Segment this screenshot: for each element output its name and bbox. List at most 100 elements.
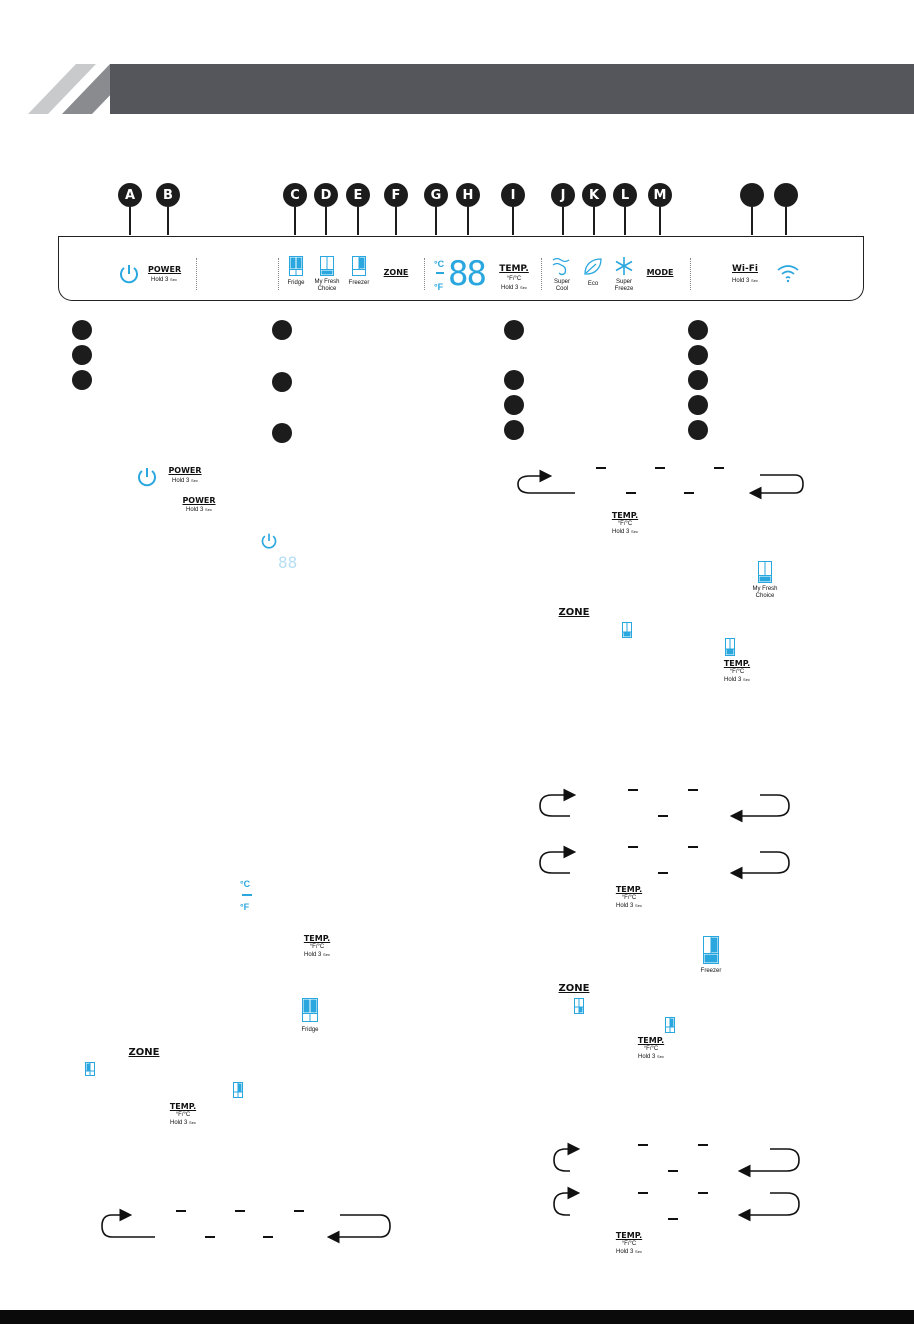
super-freeze-icon[interactable] xyxy=(613,255,635,282)
list-bullet xyxy=(688,320,708,340)
temp-unit-label: °F/°C xyxy=(175,1112,191,1118)
temp-unit-label: °F/°C xyxy=(729,669,745,675)
list-bullet xyxy=(688,395,708,415)
zone-small-icon xyxy=(574,998,584,1019)
leader-line xyxy=(785,207,787,235)
marker-n xyxy=(740,183,764,207)
my-fresh-choice-icon xyxy=(758,561,772,588)
temp-label: TEMP. xyxy=(723,659,751,668)
list-bullet xyxy=(688,345,708,365)
temp-hold-label: Hold 3 Sec xyxy=(724,677,750,683)
eco-label: Eco xyxy=(587,281,599,287)
my-fresh-choice-icon[interactable] xyxy=(320,256,334,281)
zone-label: ZONE xyxy=(128,1047,160,1058)
marker-o xyxy=(774,183,798,207)
freezer-icon[interactable] xyxy=(352,256,366,281)
freezer-label: Freezer xyxy=(348,280,370,286)
fridge-icon xyxy=(302,998,318,1027)
power-label: POWER xyxy=(182,496,216,505)
mode-button[interactable]: MODE xyxy=(646,268,674,277)
list-bullet xyxy=(72,320,92,340)
temp-button[interactable]: TEMP. xyxy=(499,264,529,274)
temp-label: TEMP. xyxy=(615,1231,643,1240)
marker-j: J xyxy=(551,183,575,207)
power-hold-label: Hold 3 Sec xyxy=(151,277,177,283)
list-bullet xyxy=(504,370,524,390)
marker-i: I xyxy=(501,183,525,207)
zone-label: ZONE xyxy=(558,983,590,994)
leader-line xyxy=(562,207,564,235)
control-panel xyxy=(58,237,864,301)
temp-label: TEMP. xyxy=(611,511,639,520)
wifi-icon[interactable] xyxy=(776,263,800,288)
divider xyxy=(278,258,279,290)
freezer-icon xyxy=(703,936,719,969)
temp-unit-label: °F/°C xyxy=(617,521,633,527)
temp-hold-label: Hold 3 Sec xyxy=(170,1120,196,1126)
marker-f: F xyxy=(384,183,408,207)
leader-line xyxy=(751,207,753,235)
power-icon[interactable] xyxy=(118,262,140,291)
temp-unit-label: °F/°C xyxy=(506,276,522,282)
leader-line xyxy=(467,207,469,235)
leader-line xyxy=(294,207,296,235)
temp-hold-label: Hold 3 Sec xyxy=(638,1054,664,1060)
power-label[interactable]: POWER xyxy=(148,265,182,274)
power-hold-label: Hold 3 Sec xyxy=(172,478,198,484)
zone-button[interactable]: ZONE xyxy=(383,268,409,277)
power-label: POWER xyxy=(168,466,202,475)
marker-k: K xyxy=(582,183,606,207)
unit-dash xyxy=(242,894,252,896)
marker-d: D xyxy=(314,183,338,207)
temp-hold-label: Hold 3 Sec xyxy=(612,529,638,535)
wifi-button[interactable]: Wi-Fi xyxy=(732,264,758,274)
super-cool-icon[interactable] xyxy=(551,255,571,282)
zone-small-icon xyxy=(665,1017,675,1038)
list-bullet xyxy=(504,395,524,415)
freezer-label: Freezer xyxy=(700,968,722,974)
temp-label: TEMP. xyxy=(637,1036,665,1045)
zone-small-icon xyxy=(622,622,632,643)
list-bullet xyxy=(272,423,292,443)
fridge-icon[interactable] xyxy=(289,256,303,281)
temp-unit-label: °F/°C xyxy=(309,944,325,950)
zone-small-icon xyxy=(725,638,735,661)
list-bullet xyxy=(72,370,92,390)
marker-c: C xyxy=(283,183,307,207)
fahrenheit-indicator: °F xyxy=(434,282,444,292)
eco-icon[interactable] xyxy=(582,255,604,282)
leader-line xyxy=(395,207,397,235)
temp-label: TEMP. xyxy=(615,885,643,894)
fahrenheit-indicator: °F xyxy=(240,902,250,912)
zone-small-icon xyxy=(233,1082,243,1103)
list-bullet xyxy=(688,420,708,440)
leader-line xyxy=(593,207,595,235)
list-bullet xyxy=(72,345,92,365)
temp-unit-label: °F/°C xyxy=(621,1241,637,1247)
leader-line xyxy=(659,207,661,235)
marker-e: E xyxy=(346,183,370,207)
display-indicator: 88 xyxy=(278,553,298,572)
temp-label: TEMP. xyxy=(169,1102,197,1111)
celsius-indicator: °C xyxy=(240,879,251,889)
zone-small-icon xyxy=(85,1062,95,1081)
leader-line xyxy=(167,207,169,235)
leader-line xyxy=(325,207,327,235)
marker-h: H xyxy=(456,183,480,207)
display-dash xyxy=(436,272,444,274)
marker-b: B xyxy=(156,183,180,207)
divider xyxy=(424,258,425,290)
panel-top-edge xyxy=(58,236,864,238)
list-bullet xyxy=(688,370,708,390)
list-bullet xyxy=(272,320,292,340)
list-bullet xyxy=(504,420,524,440)
fridge-label: Fridge xyxy=(287,280,305,286)
leader-line xyxy=(129,207,131,235)
temp-hold-label: Hold 3 Sec xyxy=(304,952,330,958)
list-bullet xyxy=(504,320,524,340)
power-icon xyxy=(260,531,278,556)
